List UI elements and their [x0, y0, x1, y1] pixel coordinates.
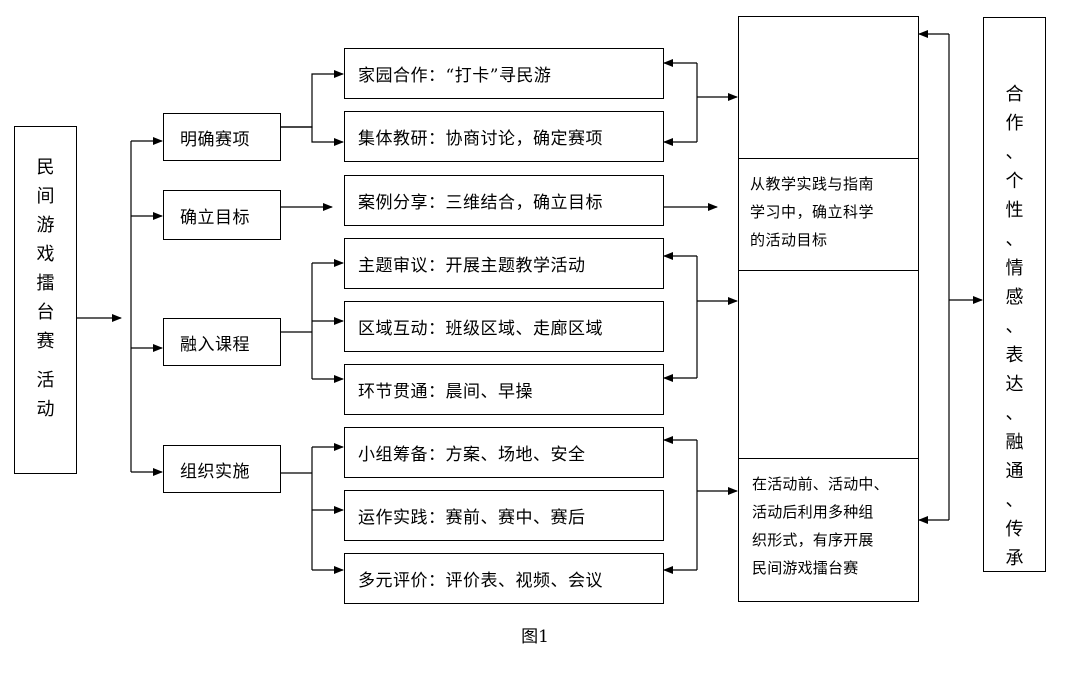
objective-line: 从教学实践与指南: [750, 175, 875, 193]
level2-node: 集体教研：协商讨论，确定赛项: [344, 111, 664, 162]
result-char: 个: [1005, 171, 1024, 192]
organize-line: 在活动前、活动中、: [752, 475, 889, 493]
root-char: 民: [36, 157, 55, 178]
level1-node: 确立目标: [163, 190, 281, 240]
result-char: 感: [1005, 287, 1024, 308]
level2-node: 案例分享：三维结合，确立目标: [344, 175, 664, 226]
objective-line: 学习中，确立科学: [750, 203, 875, 221]
result-char: 合: [1005, 84, 1024, 105]
root-node: 民 间 游 戏 擂 台 赛 活 动: [14, 126, 77, 474]
result-char: 通: [1005, 461, 1024, 482]
level2-label: 集体教研：协商讨论，确定赛项: [358, 129, 603, 149]
result-text: 合 作 、 个 性 、 情 感 、 表 达 、 融 通 、 传 承: [984, 80, 1045, 573]
figure-caption: 图1: [521, 627, 549, 647]
level1-label: 组织实施: [180, 461, 250, 482]
result-char: 、: [1005, 403, 1024, 424]
result-char: 、: [1005, 229, 1024, 250]
root-char: 活: [36, 370, 55, 391]
result-char: 作: [1005, 113, 1024, 134]
result-char: 性: [1005, 200, 1024, 221]
level1-node: 组织实施: [163, 445, 281, 493]
level2-label: 家园合作：“打卡”寻民游: [358, 66, 552, 86]
level2-label: 运作实践：赛前、赛中、赛后: [358, 508, 586, 528]
result-char: 、: [1005, 316, 1024, 337]
level2-label: 多元评价：评价表、视频、会议: [358, 571, 603, 591]
level2-label: 环节贯通：晨间、早操: [358, 382, 533, 402]
result-char: 情: [1005, 258, 1024, 279]
level1-node: 融入课程: [163, 318, 281, 366]
summary-divider: [738, 158, 918, 159]
root-char: 戏: [36, 244, 55, 265]
organize-note: 在活动前、活动中、 活动后利用多种组 织形式，有序开展 民间游戏擂台赛: [752, 470, 889, 582]
level2-label: 案例分享：三维结合，确立目标: [358, 193, 603, 213]
result-char: 承: [1005, 548, 1024, 569]
result-char: 表: [1005, 345, 1024, 366]
summary-divider: [738, 270, 918, 271]
result-char: 融: [1005, 432, 1024, 453]
summary-box: [738, 16, 919, 602]
objective-line: 的活动目标: [750, 231, 828, 249]
root-char: 台: [36, 302, 55, 323]
root-char: 擂: [36, 273, 55, 294]
result-char: 、: [1005, 490, 1024, 511]
level2-node: 多元评价：评价表、视频、会议: [344, 553, 664, 604]
level2-node: 区域互动：班级区域、走廊区域: [344, 301, 664, 352]
root-char: 动: [36, 399, 55, 420]
result-node: 合 作 、 个 性 、 情 感 、 表 达 、 融 通 、 传 承: [983, 17, 1046, 572]
result-char: 、: [1005, 142, 1024, 163]
level1-node: 明确赛项: [163, 113, 281, 161]
level2-node: 家园合作：“打卡”寻民游: [344, 48, 664, 99]
root-char: 游: [36, 215, 55, 236]
level1-label: 融入课程: [180, 334, 250, 355]
root-char: 赛: [36, 331, 55, 352]
root-char: 间: [36, 186, 55, 207]
level2-label: 小组筹备：方案、场地、安全: [358, 445, 586, 465]
root-text: 民 间 游 戏 擂 台 赛 活 动: [15, 153, 76, 424]
level1-label: 明确赛项: [180, 129, 250, 150]
level2-label: 区域互动：班级区域、走廊区域: [358, 319, 603, 339]
organize-line: 织形式，有序开展: [752, 531, 874, 549]
level2-node: 环节贯通：晨间、早操: [344, 364, 664, 415]
level2-node: 运作实践：赛前、赛中、赛后: [344, 490, 664, 541]
organize-line: 民间游戏擂台赛: [752, 559, 859, 577]
objective-note: 从教学实践与指南 学习中，确立科学 的活动目标: [750, 170, 874, 254]
level1-label: 确立目标: [180, 207, 250, 228]
result-char: 达: [1005, 374, 1024, 395]
result-char: 传: [1005, 519, 1024, 540]
level2-label: 主题审议：开展主题教学活动: [358, 256, 586, 276]
level2-node: 主题审议：开展主题教学活动: [344, 238, 664, 289]
summary-divider: [738, 458, 918, 459]
organize-line: 活动后利用多种组: [752, 503, 874, 521]
level2-node: 小组筹备：方案、场地、安全: [344, 427, 664, 478]
